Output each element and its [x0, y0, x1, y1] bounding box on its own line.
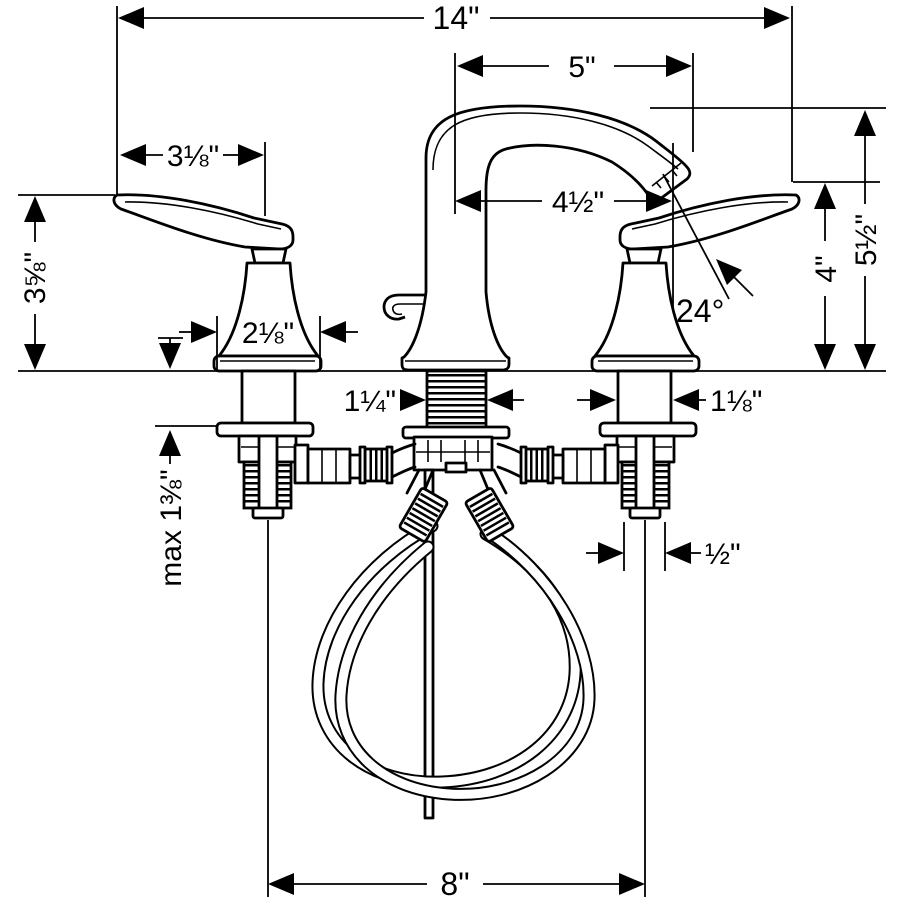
- valve-flange: [215, 421, 315, 438]
- arrow-down-icon: [854, 344, 876, 370]
- arrow-angle-icon: [716, 259, 742, 285]
- arrow-left-icon: [320, 321, 346, 343]
- spout-shank-assembly: [401, 369, 511, 474]
- dim-supply-connection-label: ½": [705, 538, 741, 571]
- dim-spout-reach-overall-label: 5": [568, 51, 595, 84]
- arrow-up-icon: [24, 196, 46, 222]
- right-handle: [590, 193, 801, 373]
- dim-handle-length: 3⅛": [120, 140, 264, 173]
- dim-handle-open-height: 4": [810, 183, 843, 370]
- dim-spout-reach-aerator: 4½": [455, 186, 672, 219]
- arrow-up-icon: [854, 110, 876, 136]
- arrow-down-icon: [159, 343, 181, 369]
- arrow-left-icon: [268, 873, 294, 895]
- arrow-down-icon: [24, 344, 46, 370]
- arrow-right-icon: [191, 321, 217, 343]
- dim-aerator-angle-label: 24°: [676, 293, 724, 329]
- spout-inner-line: [432, 112, 679, 171]
- dim-spout-shank-label: 1¼": [344, 385, 396, 418]
- link-hose-top: [390, 442, 417, 455]
- dim-supply-connection: ½": [586, 538, 741, 571]
- dim-overall-width: 14": [118, 0, 790, 36]
- dim-faucet-centers: 8": [268, 866, 645, 900]
- dim-aerator-angle: 24°: [662, 143, 754, 329]
- hose-coupling-left: [398, 468, 449, 543]
- handle-lever-inner-line: [124, 201, 282, 230]
- dim-valve-shank: 1⅛": [577, 385, 762, 418]
- arrow-right-icon: [238, 144, 264, 166]
- dim-handle-height-label: 3⅝": [19, 252, 52, 304]
- outlet-hex-nut: [306, 447, 352, 485]
- dim-valve-shank-label: 1⅛": [710, 385, 762, 418]
- arrow-left-icon: [665, 542, 691, 564]
- dim-spout-reach-aerator-label: 4½": [552, 186, 604, 219]
- supply-hose-right: [334, 525, 596, 801]
- arrow-right-icon: [598, 542, 624, 564]
- left-handle: [112, 193, 323, 373]
- center-valve-port: [444, 461, 468, 474]
- link-hose-bottom: [390, 465, 417, 479]
- dim-spout-shank: 1¼": [344, 385, 524, 418]
- dim-overall-width-label: 14": [433, 0, 480, 36]
- handle-base-foot: [212, 354, 323, 373]
- arrow-left-icon: [457, 55, 483, 77]
- dim-handle-length-label: 3⅛": [167, 140, 219, 173]
- arrow-down-icon: [814, 344, 836, 370]
- handle-lever: [112, 193, 295, 251]
- valve-shank: [240, 369, 297, 425]
- dim-max-deck-thickness: max 1⅜": [155, 425, 216, 587]
- arrow-left-icon: [673, 389, 699, 411]
- handle-stem: [250, 247, 288, 265]
- arrow-left-icon: [118, 7, 144, 29]
- dim-handle-open-height-label: 4": [810, 255, 843, 282]
- dim-faucet-centers-label: 8": [440, 866, 469, 900]
- deck-surface-marker: [158, 337, 183, 369]
- arrow-right-icon: [646, 190, 672, 212]
- extension-lines: [18, 6, 886, 897]
- arrow-left-icon: [455, 190, 481, 212]
- dim-handle-height: 3⅝": [19, 196, 52, 370]
- valve-screw-cap: [251, 506, 285, 520]
- dim-handle-base-width: 2⅛": [179, 317, 358, 350]
- arrow-right-icon: [590, 389, 616, 411]
- arrow-left-icon: [120, 144, 146, 166]
- dim-spout-height-label: 5½": [850, 214, 883, 266]
- valve-outlet-port: [293, 443, 310, 485]
- hose-coupling-right: [464, 468, 515, 543]
- arrow-right-icon: [666, 55, 692, 77]
- arrow-up-icon: [159, 430, 181, 456]
- dim-spout-height: 5½": [850, 110, 883, 370]
- arrow-right-icon: [400, 389, 426, 411]
- pop-up-rod: [423, 468, 435, 820]
- arrow-left-icon: [487, 389, 513, 411]
- arrow-up-icon: [814, 183, 836, 209]
- dim-max-deck-thickness-label: max 1⅜": [155, 469, 188, 586]
- arrow-right-icon: [764, 7, 790, 29]
- arrow-right-icon: [619, 873, 645, 895]
- left-valve: [215, 369, 417, 520]
- valve-screw: [257, 434, 279, 514]
- pop-up-rod-knob-inner: [391, 303, 427, 316]
- pop-up-rod-knob: [382, 293, 427, 321]
- dim-spout-reach-overall: 5": [457, 51, 692, 84]
- dim-handle-base-width-label: 2⅛": [242, 317, 294, 350]
